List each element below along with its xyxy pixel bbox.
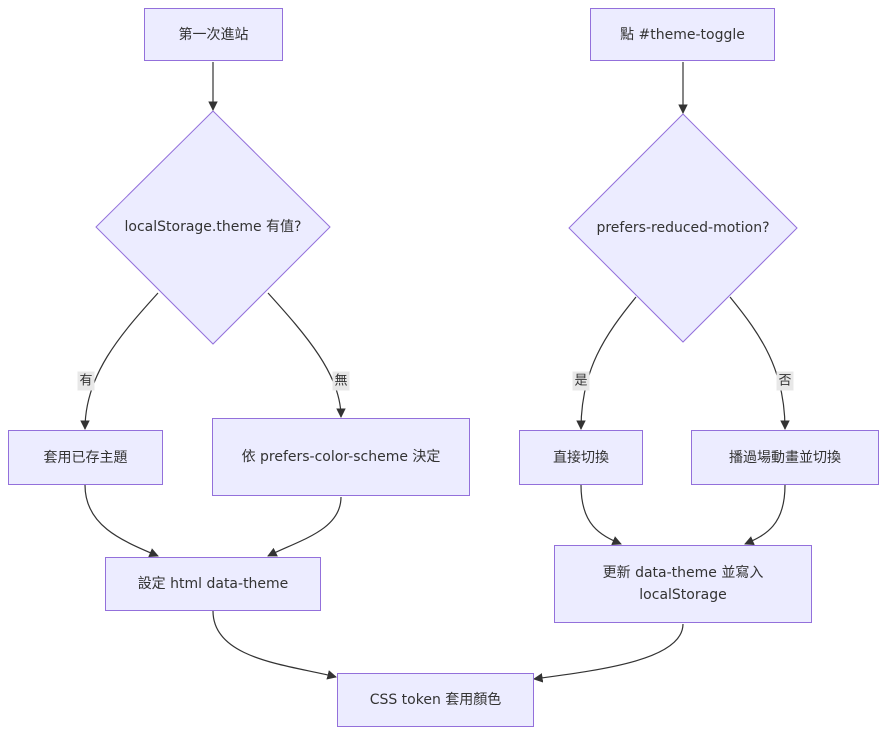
decision-text-storage: localStorage.theme 有值?: [124, 219, 302, 235]
decision-text-motion: prefers-reduced-motion?: [596, 220, 770, 236]
node-apply-saved: 套用已存主題: [8, 430, 163, 485]
edge-motion-to-animated: [729, 296, 790, 430]
node-css-tokens: CSS token 套用顏色: [337, 673, 534, 727]
edge-label-none: 無: [332, 371, 350, 391]
decision-diamond-storage: [95, 110, 331, 345]
node-use-prefers: 依 prefers-color-scheme 決定: [212, 418, 470, 496]
edge-check-to-apply-saved: [80, 292, 159, 430]
edge-apply-saved-to-set: [84, 484, 159, 558]
edge-label-has: 有: [77, 371, 95, 391]
node-set-data-theme: 設定 html data-theme: [105, 557, 321, 611]
edge-label-yes: 是: [572, 371, 590, 391]
edge-direct-to-update: [580, 484, 622, 546]
node-click-toggle: 點 #theme-toggle: [590, 8, 775, 61]
edge-motion-to-direct: [576, 296, 637, 430]
edge-update-to-css: [533, 623, 684, 683]
decision-diamond-motion: [568, 113, 798, 343]
edge-animated-to-update: [744, 484, 786, 546]
node-switch-animated: 播過場動畫並切換: [691, 430, 879, 485]
edge-use-prefers-to-set: [267, 496, 342, 557]
edge-set-to-css: [212, 610, 337, 680]
edge-check-to-use-prefers: [267, 292, 346, 418]
node-first-visit: 第一次進站: [144, 8, 283, 61]
node-update-theme: 更新 data-theme 並寫入 localStorage: [554, 545, 812, 623]
node-switch-direct: 直接切換: [519, 430, 643, 485]
edge-label-no: 否: [776, 371, 794, 391]
